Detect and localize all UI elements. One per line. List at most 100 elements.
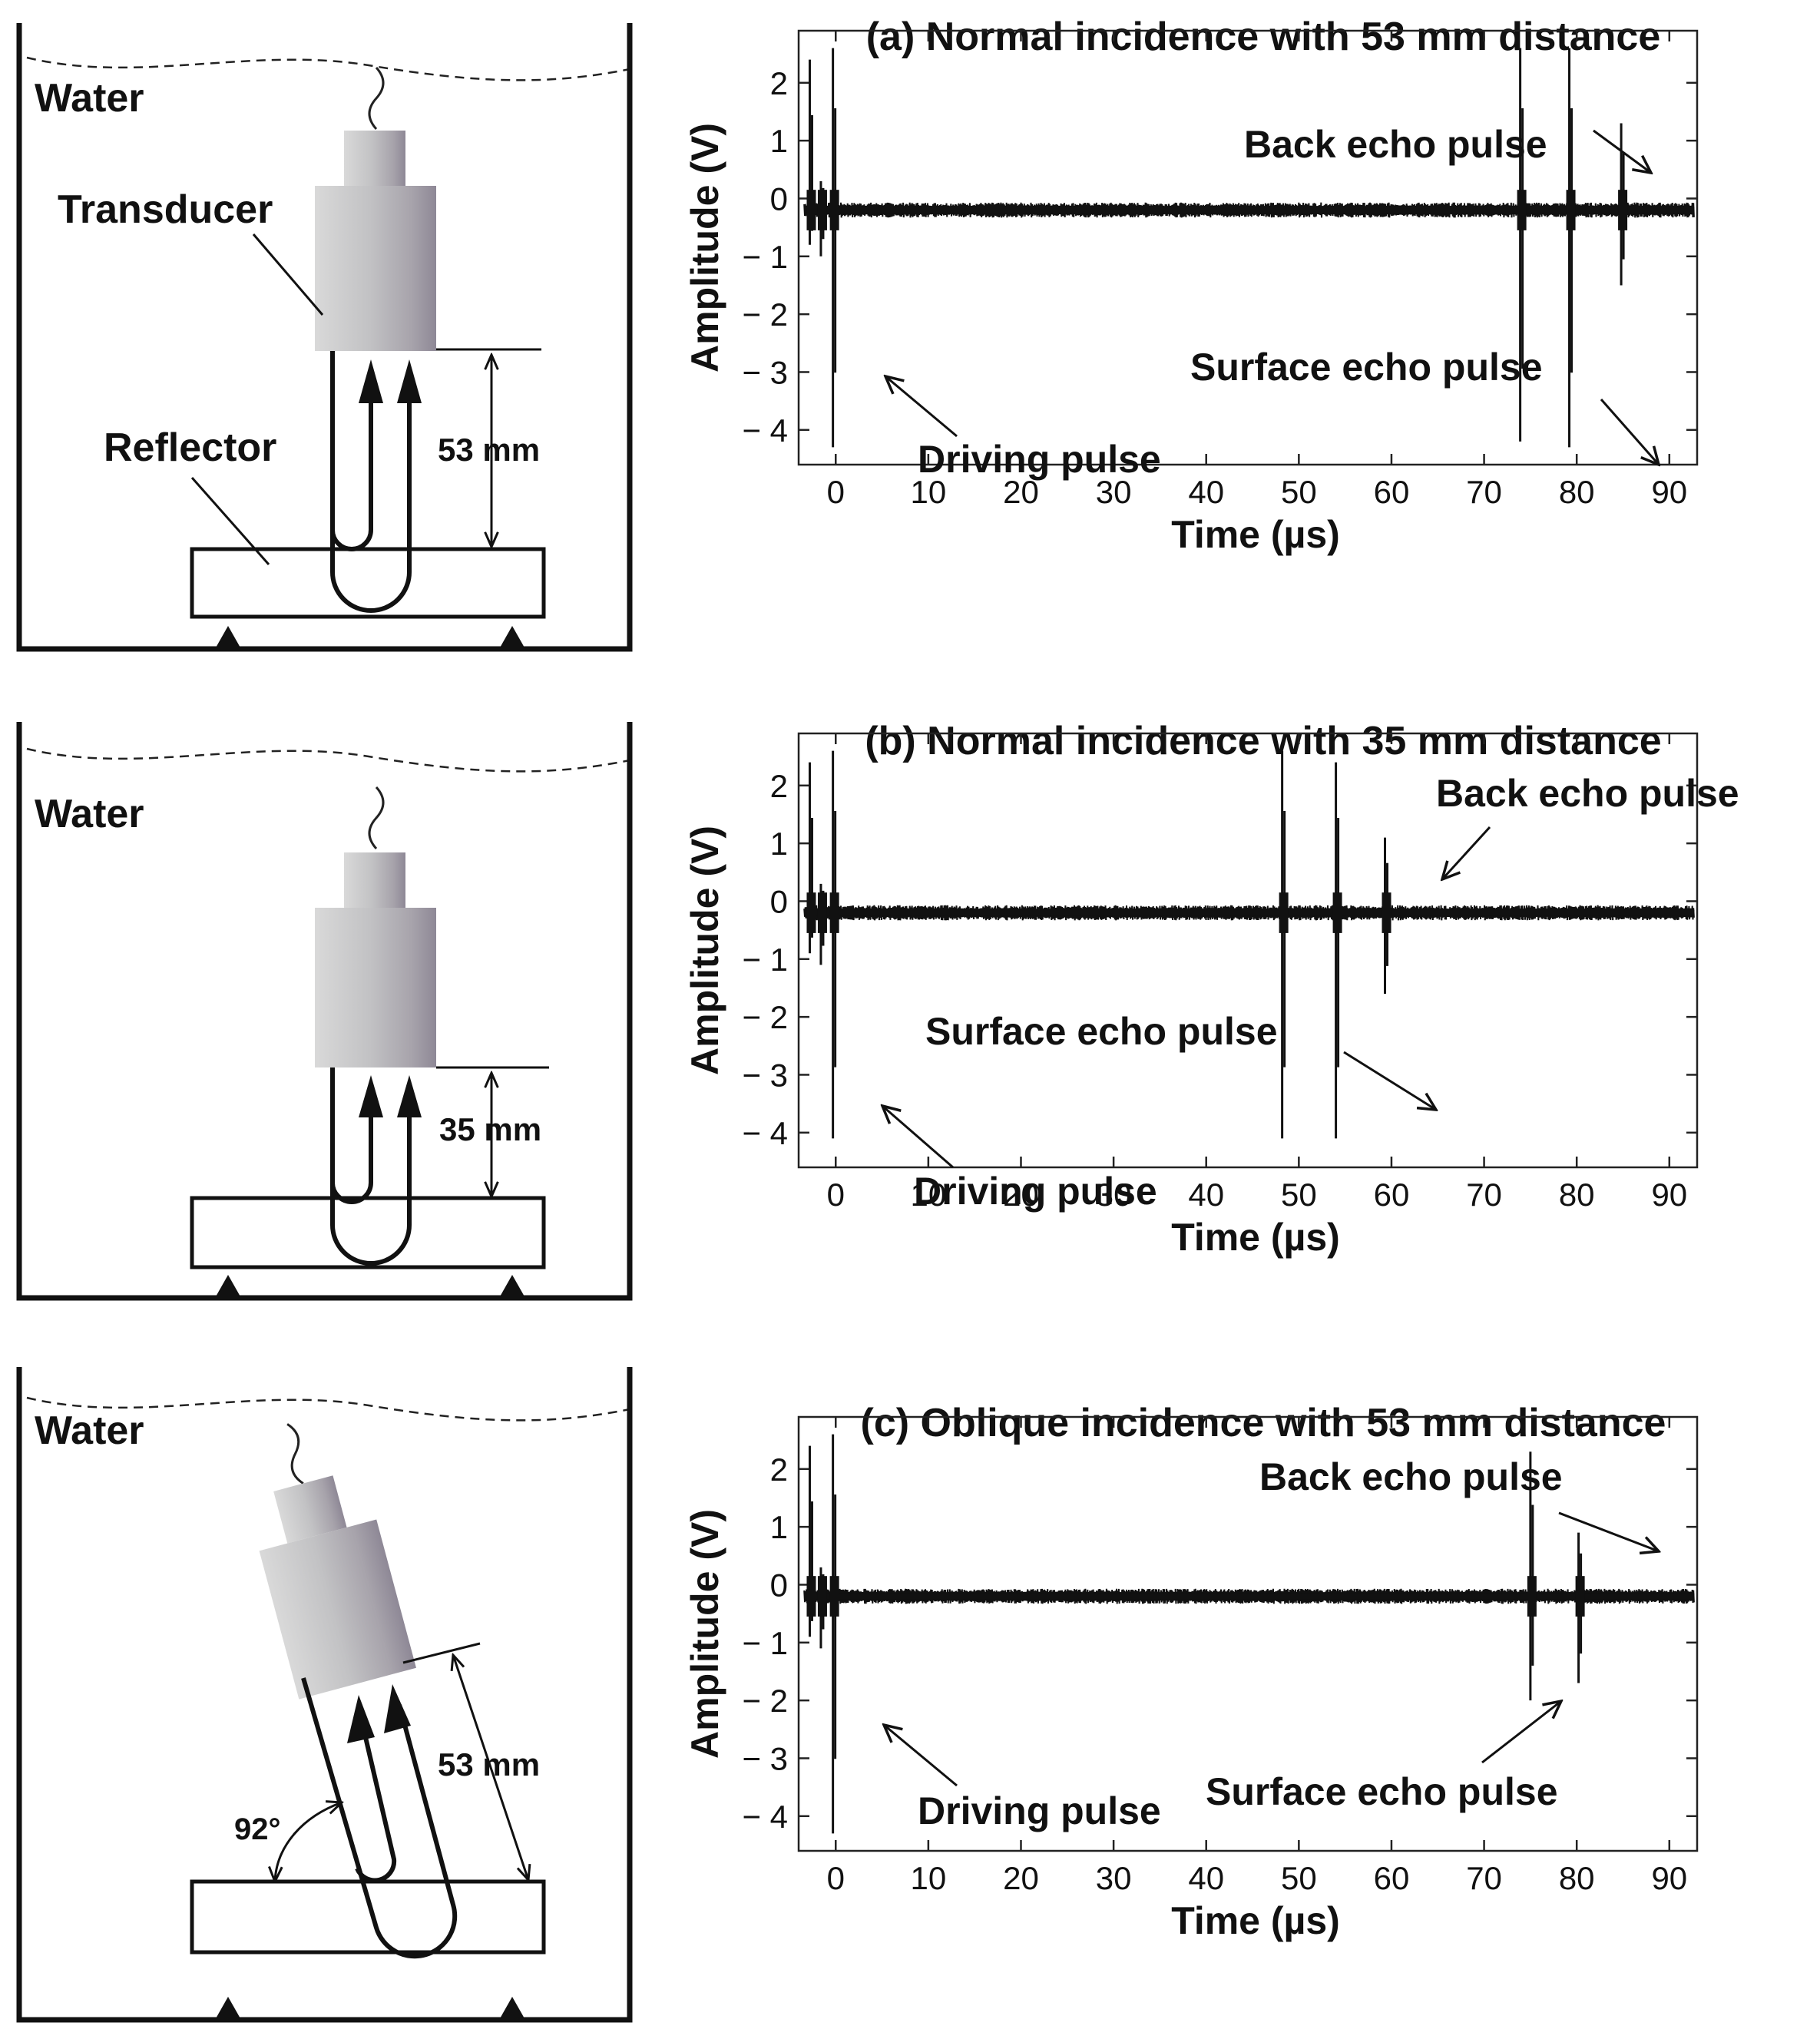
tank-wall: [16, 722, 633, 1301]
plot-frame: [797, 1415, 1699, 1852]
reflector: [190, 1196, 546, 1269]
y-tick-label: − 4: [742, 1115, 788, 1151]
x-tick-label: 60: [1374, 1177, 1410, 1213]
annotation-label: Driving pulse: [918, 1789, 1161, 1832]
annotation-arrow: [1481, 1701, 1561, 1764]
annotation-label: Back echo pulse: [1244, 123, 1547, 166]
water-surface: [26, 56, 630, 81]
transducer-body: [259, 1519, 416, 1700]
y-tick-label: 0: [770, 883, 788, 919]
y-tick-label: 2: [770, 768, 788, 804]
sound-path-outer: [330, 351, 412, 613]
x-tick-label: 20: [1003, 474, 1039, 510]
y-tick-label: 2: [770, 65, 788, 101]
pulse-ringdown: [1527, 1576, 1537, 1617]
x-tick-label: 60: [1374, 1860, 1410, 1896]
x-tick-label: 80: [1559, 1860, 1595, 1896]
sound-path-outer: [330, 1067, 412, 1266]
x-tick-label: 70: [1466, 1860, 1502, 1896]
distance-label: 53 mm: [438, 432, 540, 468]
annotation-label: Surface echo pulse: [1190, 346, 1543, 389]
angle-label: 92°: [234, 1812, 281, 1846]
x-tick-label: 40: [1188, 1177, 1224, 1213]
support-left: [215, 626, 241, 649]
tank-wall: [16, 23, 633, 652]
pulse-ringdown: [806, 1576, 816, 1617]
x-tick-label: 10: [911, 1177, 947, 1213]
pulse-ringdown: [1566, 190, 1576, 230]
reflector: [190, 547, 546, 619]
y-tick-label: − 2: [742, 1683, 788, 1719]
annotation-arrow: [1600, 399, 1659, 465]
y-tick-label: − 3: [742, 354, 788, 390]
annotation-label: Back echo pulse: [1259, 1455, 1563, 1498]
pulse-ringdown: [806, 190, 816, 230]
annotation-label: Back echo pulse: [1436, 772, 1739, 815]
y-tick-label: − 3: [742, 1057, 788, 1093]
plot-frame: [797, 29, 1699, 466]
pulse-ringdown: [1618, 190, 1628, 230]
pulse-ringdown: [1382, 892, 1391, 933]
water-label: Water: [35, 76, 144, 121]
x-tick-label: 80: [1559, 1177, 1595, 1213]
chart-c: (c) Oblique incidence with 53 mm distanc…: [683, 1401, 1699, 1942]
signal-band: [804, 909, 1695, 916]
panel-b: Water 35 mm (b) Normal incidence with 35…: [0, 691, 1820, 1352]
x-tick-label: 40: [1188, 474, 1224, 510]
sound-path-inner: [330, 376, 373, 551]
annotation-arrow: [882, 1106, 954, 1169]
annotation-arrow: [884, 1725, 958, 1787]
annotation-arrow: [1558, 1511, 1659, 1551]
wave-arrowhead: [347, 1695, 375, 1743]
chart-title: (c) Oblique incidence with 53 mm distanc…: [861, 1401, 1666, 1445]
pulse-ringdown: [1332, 892, 1342, 933]
sound-path-outer: [301, 1677, 458, 1959]
water-label: Water: [35, 792, 144, 836]
panel-a: Water Transducer 53 mm Reflector (a) Nor…: [0, 0, 1820, 660]
transducer-connector: [273, 1475, 347, 1544]
pulse-ringdown: [829, 892, 839, 933]
transducer-label: Transducer: [58, 187, 273, 232]
tank-wall: [16, 1367, 633, 2023]
wave-arrowhead: [397, 1075, 422, 1117]
distance-label: 35 mm: [439, 1111, 541, 1147]
x-axis-label: Time (µs): [1171, 1899, 1340, 1942]
y-tick-label: 1: [770, 1509, 788, 1545]
x-axis-label: Time (µs): [1171, 1216, 1340, 1259]
angle-arc: [275, 1802, 342, 1882]
wave-arrowhead: [359, 1075, 383, 1117]
reflector-label: Reflector: [104, 425, 276, 470]
support-right: [499, 1997, 525, 2020]
support-left: [215, 1275, 241, 1298]
y-tick-label: − 4: [742, 412, 788, 449]
reflector-leader: [190, 477, 270, 565]
dimension-ref-line: [402, 1642, 481, 1664]
pulse-ringdown: [1575, 1576, 1585, 1617]
sound-path-inner: [355, 1723, 397, 1883]
wave-arrowhead: [384, 1684, 411, 1733]
y-tick-label: 0: [770, 180, 788, 217]
x-tick-label: 0: [827, 1860, 845, 1896]
dimension-arrow: [453, 1655, 528, 1880]
distance-label: 53 mm: [438, 1746, 540, 1782]
x-tick-label: 70: [1466, 474, 1502, 510]
x-tick-label: 90: [1651, 474, 1687, 510]
x-tick-label: 30: [1096, 1177, 1132, 1213]
y-axis-label: Amplitude (V): [683, 123, 726, 372]
y-tick-label: − 1: [742, 942, 788, 978]
y-axis-label: Amplitude (V): [683, 826, 726, 1075]
pulse-ringdown: [817, 892, 827, 933]
y-tick-label: − 2: [742, 999, 788, 1035]
x-axis-label: Time (µs): [1171, 513, 1340, 556]
x-tick-label: 0: [827, 474, 845, 510]
y-tick-label: − 4: [742, 1799, 788, 1835]
y-tick-label: − 1: [742, 239, 788, 275]
support-right: [499, 1275, 525, 1298]
annotation-arrow: [1442, 826, 1491, 879]
panel-c: Water 53 mm 92° (c) Oblique incidence wi…: [0, 1363, 1820, 2039]
x-tick-label: 70: [1466, 1177, 1502, 1213]
y-tick-label: − 2: [742, 296, 788, 333]
x-tick-label: 20: [1003, 1177, 1039, 1213]
x-tick-label: 90: [1651, 1177, 1687, 1213]
pulse-ringdown: [829, 190, 839, 230]
